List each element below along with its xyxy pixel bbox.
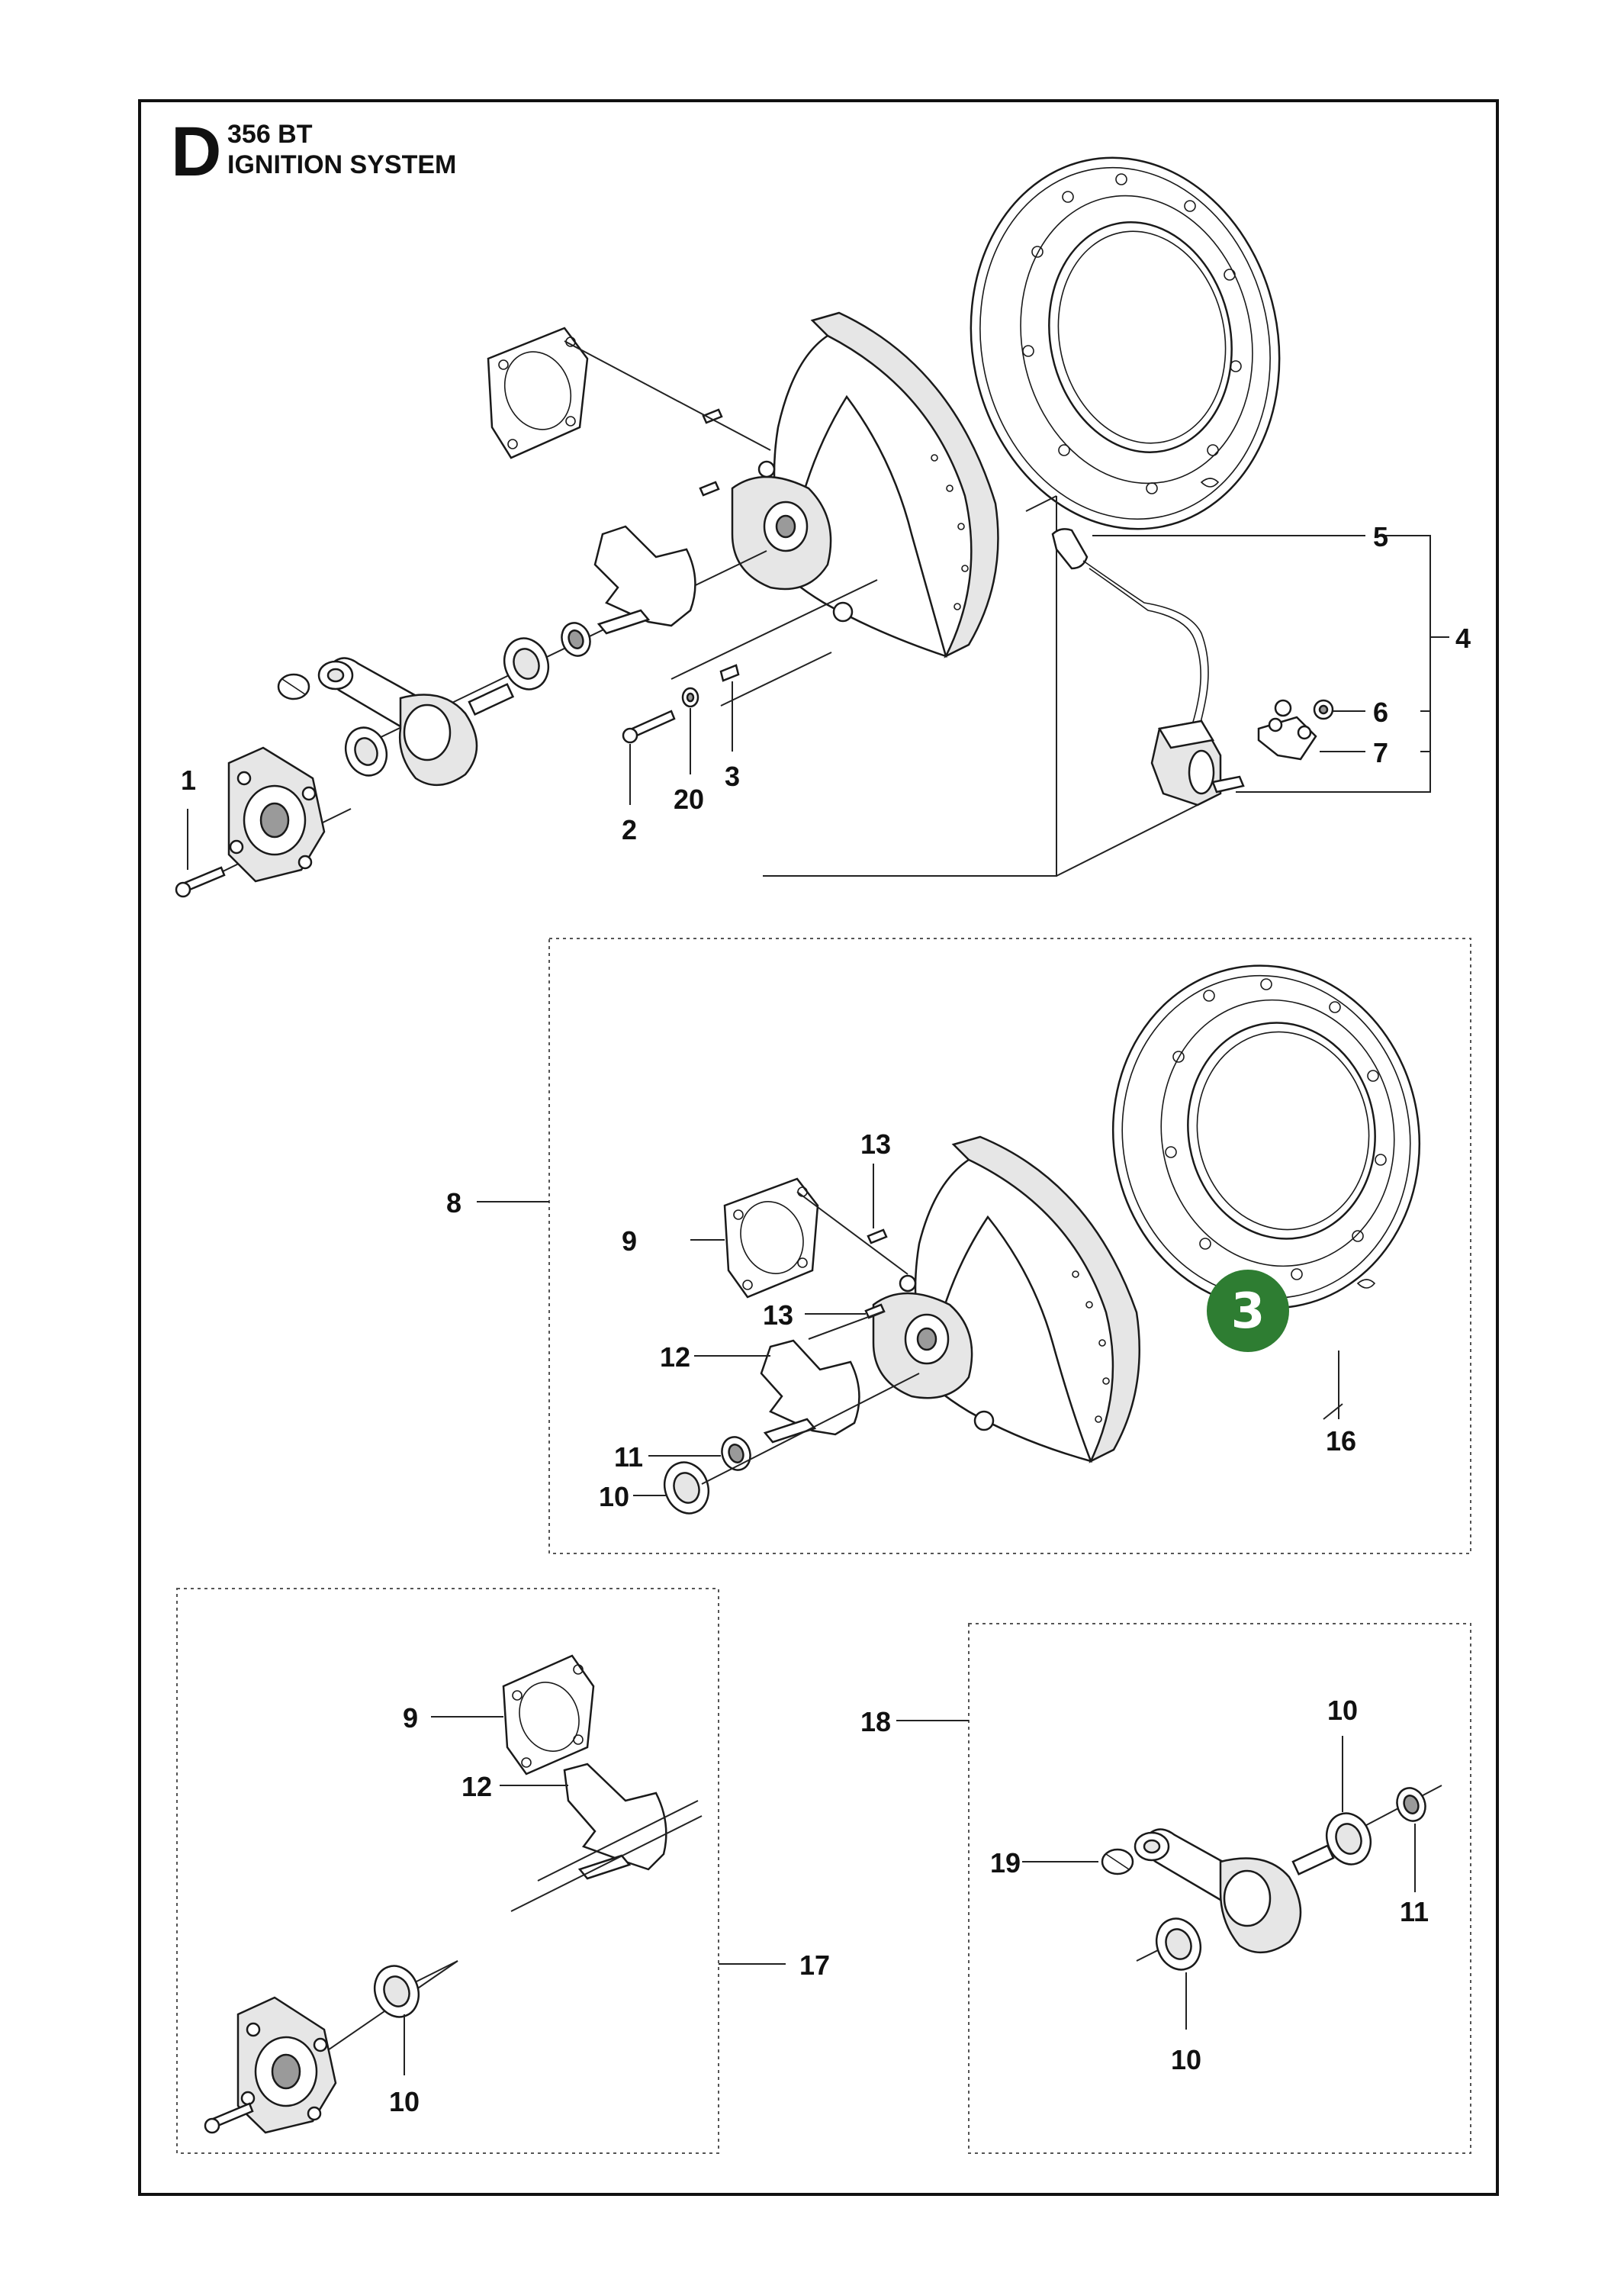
- callout-20: 20: [674, 784, 704, 815]
- screw-kit-17: [204, 2102, 254, 2134]
- crankshaft-top: [277, 657, 515, 787]
- crankcase-housing-kit: [872, 1135, 1140, 1463]
- header: D 356 BT IGNITION SYSTEM: [171, 113, 456, 191]
- bearing-kit-17: [373, 1965, 420, 2018]
- bracket-item-7: [1257, 716, 1317, 761]
- section-letter: D: [171, 113, 221, 191]
- seal-plate-kit-17: [563, 1763, 667, 1880]
- washer-item-20: [681, 687, 699, 708]
- crankcase-cover-kit-17: [236, 1996, 337, 2134]
- callout-12: 12: [660, 1341, 690, 1373]
- flywheel-cover-kit: [1111, 964, 1421, 1309]
- kit-box-8: 8: [446, 938, 1471, 1554]
- callout-12-kit-17: 12: [461, 1771, 492, 1802]
- callout-4: 4: [1455, 623, 1471, 654]
- leaders-top: [187, 535, 1449, 870]
- callout-13-upper: 13: [860, 1128, 891, 1160]
- flywheel-cover-top: [970, 156, 1281, 530]
- crankshaft-kit-18: [1134, 1785, 1442, 1962]
- callout-9-kit-17: 9: [403, 1702, 418, 1734]
- callout-19: 19: [990, 1847, 1021, 1879]
- badge-circle: [1207, 1270, 1289, 1352]
- callout-13-lower: 13: [763, 1299, 793, 1331]
- screw-item-2: [622, 710, 676, 744]
- ignition-module: [1051, 528, 1245, 806]
- kit-box-18: 18 10: [860, 1623, 1471, 2154]
- crankcase-cover-top: [227, 746, 326, 883]
- kit-box-17: 17: [176, 1588, 830, 2154]
- bearing-upper-kit-18: [1325, 1812, 1372, 1866]
- bearing-left-top: [344, 726, 388, 777]
- gasket-kit: [723, 1177, 819, 1299]
- gasket-top: [487, 327, 589, 459]
- seal-kit-18: [1396, 1787, 1426, 1822]
- needle-bearing-kit-18: [1101, 1848, 1134, 1875]
- callout-11-kit-18: 11: [1400, 1896, 1429, 1927]
- crankcase-housing-top: [731, 311, 999, 658]
- bearing-top: [503, 637, 550, 691]
- nut-item-6: [1274, 699, 1334, 720]
- callout-2: 2: [622, 814, 637, 845]
- seal-plate-kit: [760, 1339, 860, 1444]
- seal-plate-top: [593, 525, 696, 635]
- callout-3: 3: [725, 761, 740, 792]
- dowel-pins-top: [699, 408, 723, 497]
- callout-5: 5: [1373, 521, 1388, 552]
- gasket-kit-17: [502, 1654, 595, 1776]
- callout-11: 11: [614, 1441, 643, 1473]
- top-assembly: 1 2 20 3 5 4 6 7: [175, 156, 1471, 898]
- ignition-callout-frame: [763, 496, 1057, 877]
- dowel-pin-kit-upper: [867, 1228, 888, 1244]
- callout-6: 6: [1373, 697, 1388, 728]
- callout-18: 18: [860, 1706, 891, 1737]
- callout-8: 8: [446, 1187, 461, 1219]
- callout-16: 16: [1326, 1425, 1356, 1457]
- key-item-3: [719, 664, 740, 682]
- badge-marker: 3: [1207, 1270, 1289, 1352]
- screw-item-1: [175, 866, 226, 898]
- oil-seal-top: [561, 622, 591, 657]
- page-border: [138, 99, 1499, 2196]
- callout-10-lower-kit-18: 10: [1171, 2044, 1201, 2075]
- callout-10: 10: [599, 1481, 629, 1512]
- callout-9: 9: [622, 1225, 637, 1257]
- callout-7: 7: [1373, 737, 1388, 768]
- assembly-axis-lines-kit: [701, 1191, 920, 1485]
- bearing-kit: [663, 1461, 710, 1515]
- callout-17: 17: [799, 1949, 830, 1981]
- badge-number: 3: [1231, 1283, 1265, 1340]
- callout-10-kit-17: 10: [389, 2086, 420, 2117]
- model-name: 356 BT: [227, 120, 313, 149]
- oil-seal-kit: [721, 1436, 751, 1471]
- page-title: IGNITION SYSTEM: [227, 150, 456, 179]
- callout-1: 1: [181, 765, 196, 796]
- callout-10-upper-kit-18: 10: [1327, 1695, 1358, 1726]
- bearing-lower-kit-18: [1155, 1917, 1202, 1971]
